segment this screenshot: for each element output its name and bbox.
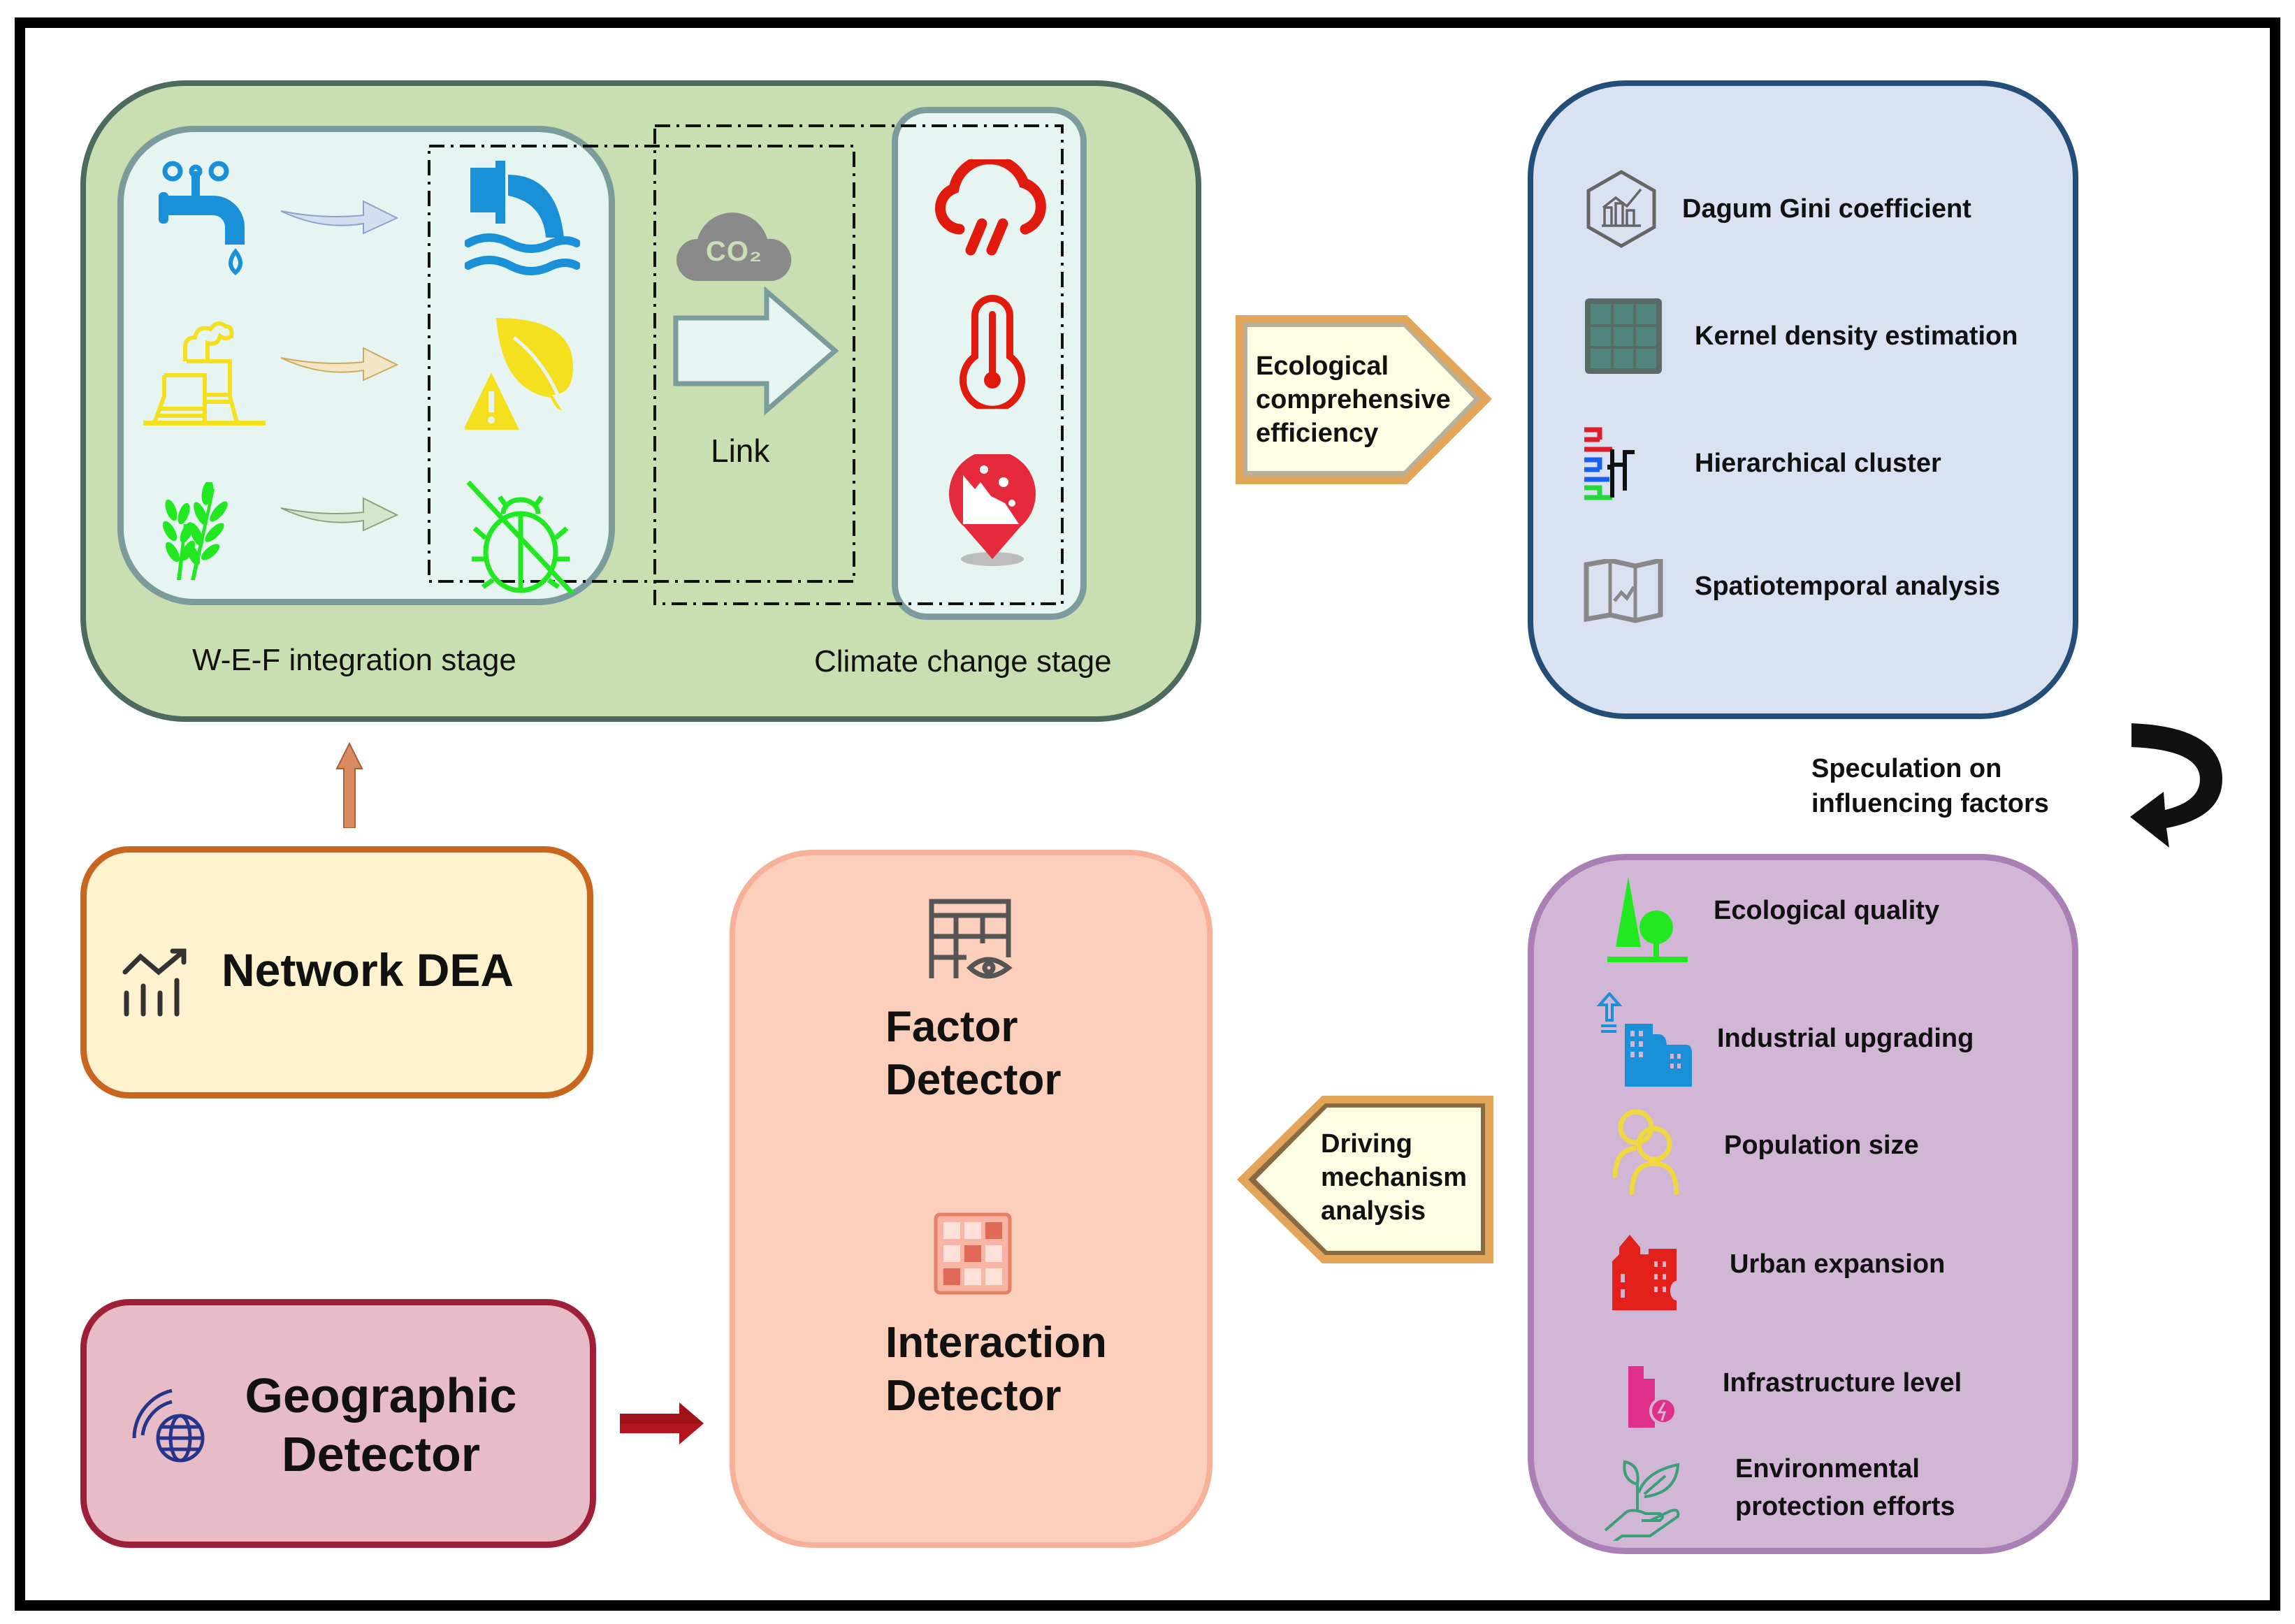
factor-line-1: Factor	[885, 1003, 1018, 1051]
water-tap-icon	[159, 161, 245, 275]
geo-line-1: Geographic	[245, 1368, 517, 1423]
flow-arrow-water	[280, 200, 399, 235]
network-dea-label: Network DEA	[222, 944, 514, 996]
ecological-efficiency-label: Ecological comprehensive efficiency	[1256, 349, 1451, 450]
geographic-detector-box	[80, 1299, 596, 1548]
interaction-line-1: Interaction	[885, 1319, 1107, 1367]
no-pest-icon	[466, 480, 575, 594]
infrastructure-icon	[1628, 1366, 1677, 1428]
wastewater-discharge-icon	[465, 161, 580, 275]
speculation-line-2: influencing factors	[1811, 789, 2049, 818]
geographic-detector-label: Geographic Detector	[241, 1366, 521, 1484]
co2-cloud-icon	[676, 212, 792, 281]
co2-label: CO₂	[706, 236, 762, 267]
factor-label-environmental: Environmental protection efforts	[1735, 1450, 1955, 1525]
growth-chart-icon	[122, 948, 187, 1017]
factor-detector-label: Factor Detector	[885, 1001, 1062, 1107]
leaf-warning-icon	[465, 318, 573, 430]
method-label-dagum: Dagum Gini coefficient	[1682, 194, 1971, 224]
factor-label-urban: Urban expansion	[1730, 1249, 1946, 1279]
factor-line-2: Detector	[885, 1056, 1062, 1104]
interaction-line-2: Detector	[885, 1372, 1062, 1420]
factor-label-population: Population size	[1724, 1131, 1919, 1160]
flow-arrow-energy	[280, 347, 399, 382]
method-label-hierarchical: Hierarchical cluster	[1695, 449, 1941, 478]
driving-mechanism-label: Driving mechanism analysis	[1321, 1127, 1467, 1228]
network-dea-box	[80, 846, 593, 1099]
curved-arrow-down-icon	[2130, 723, 2222, 848]
up-arrow-icon	[335, 742, 363, 828]
methods-panel	[1528, 80, 2078, 719]
city-icon	[1612, 1235, 1683, 1310]
factor-label-environmental-line-2: protection efforts	[1735, 1492, 1955, 1521]
factor-label-infrastructure: Infrastructure level	[1723, 1368, 1962, 1398]
plant-hand-icon	[1604, 1460, 1680, 1541]
driving-line-2: mechanism	[1321, 1163, 1468, 1192]
dashed-frame-climate-link	[653, 124, 1064, 605]
method-label-kernel: Kernel density estimation	[1695, 321, 2018, 351]
interaction-detector-label: Interaction Detector	[885, 1317, 1107, 1423]
people-icon	[1612, 1109, 1679, 1195]
driving-mechanism-arrow	[1237, 1096, 1493, 1263]
globe-signal-icon	[132, 1389, 205, 1463]
geo-line-2: Detector	[282, 1427, 480, 1481]
method-label-spatiotemporal: Spatiotemporal analysis	[1695, 572, 2001, 601]
driving-line-1: Driving	[1321, 1129, 1412, 1159]
rain-cloud-icon	[935, 159, 1046, 256]
buildings-upgrade-icon	[1597, 992, 1692, 1087]
factor-label-ecological: Ecological quality	[1714, 896, 1940, 925]
power-plant-icon	[143, 321, 266, 426]
speculation-line-1: Speculation on	[1811, 754, 2002, 783]
map-trend-icon	[1584, 559, 1663, 623]
factor-label-environmental-line-1: Environmental	[1735, 1454, 1920, 1484]
influencing-factors-panel	[1528, 854, 2078, 1554]
link-label: Link	[711, 433, 770, 469]
right-arrow-icon	[620, 1402, 704, 1444]
flow-arrow-food	[280, 497, 399, 532]
driving-line-3: analysis	[1321, 1196, 1426, 1226]
wheat-icon	[162, 482, 228, 580]
factor-label-industrial: Industrial upgrading	[1717, 1024, 1974, 1053]
interaction-matrix-icon	[934, 1212, 1012, 1295]
dendrogram-icon	[1584, 427, 1635, 500]
gini-chart-icon	[1586, 170, 1656, 248]
kernel-grid-icon	[1585, 298, 1662, 374]
thermometer-icon	[960, 295, 1025, 409]
wef-stage-label: W-E-F integration stage	[192, 643, 516, 677]
eco-line-3: efficiency	[1256, 419, 1379, 448]
trees-icon	[1607, 877, 1688, 962]
link-arrow	[673, 287, 839, 416]
ecological-efficiency-arrow	[1236, 315, 1492, 484]
climate-stage-label: Climate change stage	[814, 644, 1112, 679]
eco-line-1: Ecological	[1256, 351, 1389, 381]
eco-line-2: comprehensive	[1256, 385, 1451, 414]
speculation-label: Speculation on influencing factors	[1811, 751, 2049, 821]
table-view-icon	[929, 899, 1013, 979]
landslide-pin-icon	[949, 454, 1036, 566]
